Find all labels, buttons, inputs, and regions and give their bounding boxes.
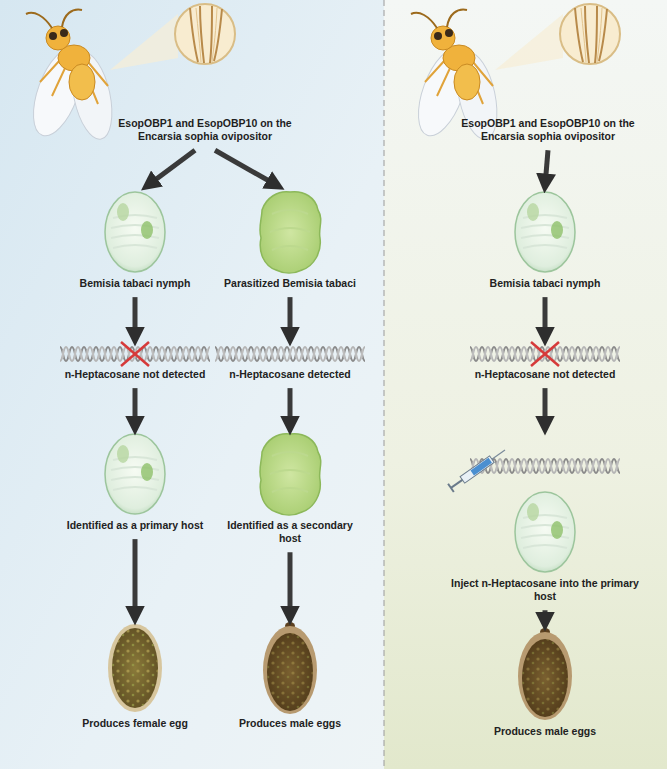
flow-arrow — [288, 388, 293, 428]
nymph-figure — [515, 492, 575, 572]
flow-arrow — [133, 297, 138, 339]
nymph-figure — [515, 192, 575, 272]
step-box: n-Heptacosane not detected — [59, 343, 211, 382]
flow-arrow — [545, 150, 548, 186]
step-label: n-Heptacosane not detected — [469, 367, 621, 382]
step-box: Parasitized Bemisia tabaci — [216, 190, 364, 291]
step-box: Bemisia tabaci nymph — [471, 190, 619, 291]
step-label: EsopOBP1 and EsopOBP10 on the Encarsia s… — [448, 116, 648, 144]
molecule-figure — [60, 343, 210, 365]
step-label: Bemisia tabaci nymph — [61, 276, 209, 291]
syringe-figure — [448, 446, 620, 492]
step-box: Inject n-Heptacosane into the primary ho… — [447, 432, 643, 604]
molecule-figure — [215, 343, 365, 365]
step-label: Produces male eggs — [471, 724, 619, 739]
step-label: Parasitized Bemisia tabaci — [216, 276, 364, 291]
step-box: n-Heptacosane not detected — [469, 343, 621, 382]
step-box: Identified as a primary host — [61, 432, 209, 533]
female-egg-figure — [108, 624, 162, 712]
divider — [384, 0, 385, 769]
nymph-figure — [105, 434, 165, 514]
figure-caption-box: EsopOBP1 and EsopOBP10 on the Encarsia s… — [448, 116, 648, 144]
step-label: n-Heptacosane not detected — [59, 367, 211, 382]
step-box: Produces male eggs — [216, 622, 364, 731]
parasitized-nymph-figure — [260, 192, 321, 273]
step-box: Produces female egg — [61, 622, 209, 731]
step-box: Bemisia tabaci nymph — [61, 190, 209, 291]
absent-mark — [531, 342, 559, 366]
flow-arrow — [215, 150, 278, 186]
parasitized-nymph-figure — [260, 434, 321, 515]
step-box: Produces male eggs — [471, 628, 619, 739]
molecule-figure — [470, 343, 620, 365]
step-box: Identified as a secondary host — [216, 432, 364, 546]
flow-arrow — [543, 610, 548, 624]
step-label: Identified as a secondary host — [216, 518, 364, 546]
flow-arrow — [133, 539, 138, 618]
step-label: EsopOBP1 and EsopOBP10 on the Encarsia s… — [105, 116, 305, 144]
flow-arrow — [543, 388, 548, 428]
right-panel — [384, 0, 667, 769]
step-label: Produces female egg — [61, 716, 209, 731]
absent-mark — [121, 342, 149, 366]
flow-arrow — [288, 297, 293, 339]
male-egg-figure — [263, 622, 317, 714]
nymph-figure — [105, 192, 165, 272]
figure-caption-box: EsopOBP1 and EsopOBP10 on the Encarsia s… — [105, 116, 305, 144]
step-label: Inject n-Heptacosane into the primary ho… — [447, 576, 643, 604]
male-egg-figure — [518, 628, 572, 720]
flow-arrow — [147, 150, 195, 186]
step-label: Produces male eggs — [216, 716, 364, 731]
step-label: Bemisia tabaci nymph — [471, 276, 619, 291]
flow-arrow — [543, 297, 548, 339]
step-label: Identified as a primary host — [61, 518, 209, 533]
step-box: n-Heptacosane detected — [214, 343, 366, 382]
flow-arrow — [133, 388, 138, 428]
step-label: n-Heptacosane detected — [214, 367, 366, 382]
flow-arrow — [288, 552, 293, 618]
left-panel — [0, 0, 384, 769]
